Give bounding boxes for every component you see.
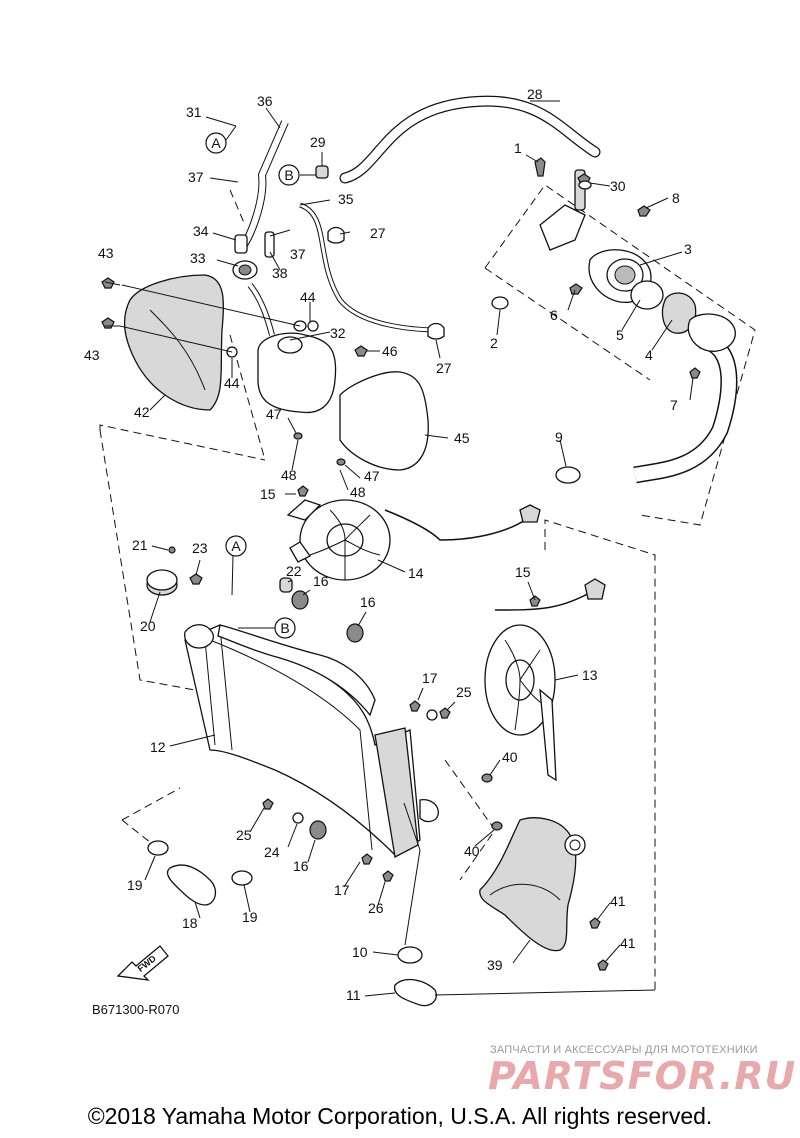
callout-8: 8 — [672, 190, 680, 206]
callout-35: 35 — [338, 191, 354, 207]
callout-40: 40 — [502, 749, 518, 765]
callout-41: 41 — [610, 893, 626, 909]
callout-13: 13 — [582, 667, 598, 683]
callout-37: 37 — [188, 169, 204, 185]
callout-numbers: 1 2 3 4 5 6 7 8 9 10 11 12 13 14 15 15 1… — [84, 86, 692, 1003]
callout-11: 11 — [346, 987, 361, 1003]
callout-45: 45 — [454, 430, 470, 446]
callout-27b: 27 — [436, 360, 452, 376]
callout-39: 39 — [487, 957, 503, 973]
callout-2: 2 — [490, 335, 498, 351]
watermark-brand: PARTSFOR.RU — [488, 1054, 797, 1098]
callout-48b: 48 — [350, 484, 366, 500]
callout-5: 5 — [616, 327, 624, 343]
callout-14: 14 — [408, 565, 424, 581]
callout-12: 12 — [150, 739, 166, 755]
callout-10: 10 — [352, 944, 368, 960]
ref-marker-a-top: A — [205, 125, 237, 154]
callout-6: 6 — [550, 307, 558, 323]
callout-17: 17 — [422, 670, 438, 686]
callout-3: 3 — [684, 241, 692, 257]
callout-30: 30 — [610, 178, 626, 194]
fwd-arrow-icon: FWD — [116, 945, 169, 981]
callout-23: 23 — [192, 540, 208, 556]
callout-22: 22 — [286, 563, 302, 579]
svg-text:A: A — [211, 135, 221, 151]
callout-43: 43 — [98, 245, 114, 261]
callout-18: 18 — [182, 915, 198, 931]
callout-26: 26 — [368, 900, 384, 916]
bracket — [479, 773, 609, 971]
callout-40b: 40 — [464, 843, 480, 859]
callout-17b: 17 — [334, 882, 350, 898]
callout-15b: 15 — [515, 564, 531, 580]
callout-41b: 41 — [620, 935, 636, 951]
callout-47: 47 — [266, 406, 282, 422]
callout-28: 28 — [527, 86, 543, 102]
callout-27: 27 — [370, 225, 386, 241]
callout-42: 42 — [134, 404, 150, 420]
diagram-code: B671300-R070 — [92, 1002, 180, 1017]
callout-47b: 47 — [364, 468, 380, 484]
callout-25: 25 — [456, 684, 472, 700]
callout-19b: 19 — [242, 909, 258, 925]
callout-7: 7 — [670, 397, 678, 413]
callout-15: 15 — [260, 486, 276, 502]
ref-marker-b-mid: B — [238, 617, 296, 639]
callout-33: 33 — [190, 250, 206, 266]
callout-44: 44 — [300, 289, 316, 305]
callout-34: 34 — [193, 223, 209, 239]
callout-36: 36 — [257, 93, 273, 109]
callout-32: 32 — [330, 325, 346, 341]
radiator — [146, 546, 421, 858]
fan-right — [484, 578, 606, 782]
callout-37b: 37 — [290, 246, 306, 262]
callout-38: 38 — [272, 265, 288, 281]
watermark-tagline: ЗАПЧАСТИ И АКСЕССУАРЫ ДЛЯ МОТОТЕХНИКИ — [490, 1044, 758, 1056]
callout-25b: 25 — [236, 827, 252, 843]
callout-21: 21 — [132, 537, 148, 553]
callout-43b: 43 — [84, 347, 100, 363]
callout-46: 46 — [382, 343, 398, 359]
ref-marker-b-top: B — [278, 164, 300, 186]
thermostat-housing — [491, 157, 736, 379]
callout-31: 31 — [186, 104, 202, 120]
callout-20: 20 — [140, 618, 156, 634]
svg-text:B: B — [284, 167, 293, 183]
svg-text:A: A — [231, 538, 241, 554]
fan-left — [286, 485, 541, 581]
callout-1: 1 — [514, 140, 522, 156]
assembly-boundary-lines — [99, 184, 756, 990]
copyright-notice: ©2018 Yamaha Motor Corporation, U.S.A. A… — [87, 1103, 713, 1129]
leader-lines — [104, 100, 694, 997]
callout-44b: 44 — [224, 375, 240, 391]
callout-24: 24 — [264, 844, 280, 860]
callout-16b: 16 — [360, 594, 376, 610]
callout-4: 4 — [645, 347, 653, 363]
callout-29: 29 — [310, 134, 326, 150]
ref-marker-a-mid: A — [225, 535, 247, 557]
callout-16: 16 — [313, 573, 329, 589]
reservoir-tank — [101, 165, 592, 471]
callout-16c: 16 — [293, 858, 309, 874]
callout-9: 9 — [555, 429, 563, 445]
svg-text:B: B — [280, 620, 289, 636]
callout-48: 48 — [281, 467, 297, 483]
callout-19: 19 — [127, 877, 143, 893]
